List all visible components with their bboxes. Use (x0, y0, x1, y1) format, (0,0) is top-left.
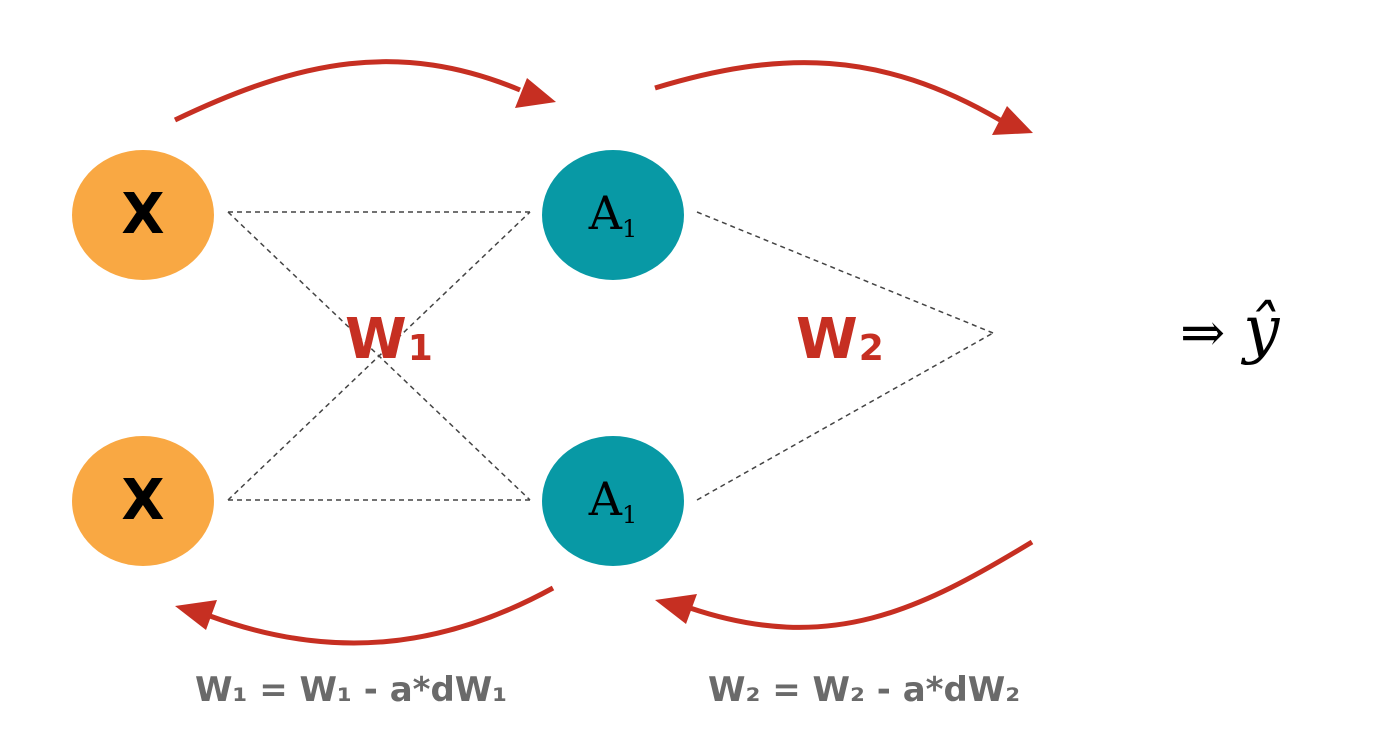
update-rule-w1: W₁ = W₁ - a*dW₁ (195, 670, 508, 710)
hidden-node-label: A1 (588, 185, 638, 243)
backward-arrowhead-1 (175, 600, 217, 630)
hidden-node-label: A1 (588, 471, 638, 529)
y-hat-label: ŷ (1243, 293, 1280, 367)
forward-arrowhead-1 (515, 78, 556, 108)
weight-label-w2: W2 (796, 307, 885, 372)
implies-arrow: ⇒ (1180, 301, 1226, 364)
weight-label-w1: W1 (345, 307, 434, 372)
output-prediction: ⇒ŷ (1180, 298, 1279, 362)
hidden-node-bottom: A1 (542, 436, 684, 566)
input-node-top: X (72, 150, 214, 280)
backward-arrow-2 (689, 539, 1034, 630)
input-node-label: X (121, 182, 165, 247)
forward-arrowhead-2 (992, 106, 1033, 135)
forward-arrow-2 (654, 60, 1002, 123)
backward-arrowhead-2 (655, 594, 697, 624)
backward-arrow-1 (209, 585, 555, 646)
update-rule-w2: W₂ = W₂ - a*dW₂ (708, 670, 1021, 710)
input-node-label: X (121, 468, 165, 533)
hidden-node-top: A1 (542, 150, 684, 280)
forward-arrow-1 (173, 59, 521, 123)
connection-x2-a1 (227, 211, 531, 501)
input-node-bottom: X (72, 436, 214, 566)
connection-a2-out (696, 332, 994, 501)
